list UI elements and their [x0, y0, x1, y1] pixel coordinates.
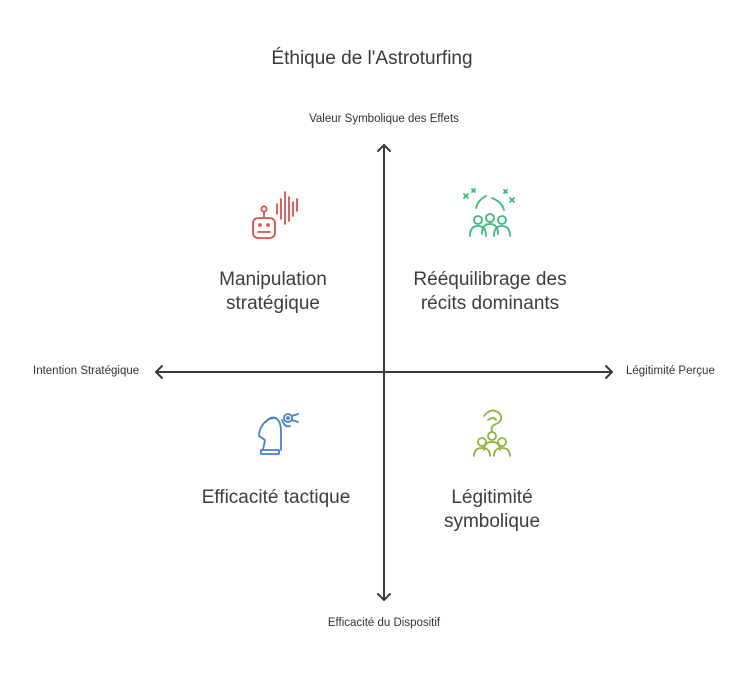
- quadrant-label: Manipulation stratégique: [153, 268, 393, 316]
- quadrant-legitimite-symbolique: Légitimité symbolique: [372, 406, 612, 534]
- chess-knight-icon: [258, 413, 299, 455]
- group-influence-icon: [473, 409, 511, 457]
- label-line-1: Manipulation: [219, 269, 327, 290]
- label-line-1: Rééquilibrage des: [413, 269, 567, 290]
- quadrant-efficacite-tactique: Efficacité tactique: [156, 406, 396, 510]
- arrow-left-icon: [155, 365, 163, 379]
- quadrant-label: Efficacité tactique: [156, 486, 396, 510]
- robot-voice-icon: [252, 191, 298, 239]
- label-line-2: stratégique: [225, 293, 320, 314]
- axis-label-right: Légitimité Perçue: [626, 365, 715, 377]
- axis-label-left: Intention Stratégique: [33, 365, 140, 377]
- arrow-right-icon: [605, 365, 613, 379]
- diagram-title: Éthique de l'Astroturfing: [271, 48, 473, 69]
- arrow-up-icon: [377, 144, 391, 152]
- label-line-2: récits dominants: [420, 293, 560, 314]
- quadrant-reequilibrage: Rééquilibrage des récits dominants: [370, 188, 610, 316]
- label-line-2: symbolique: [443, 511, 541, 532]
- quadrant-manipulation: Manipulation stratégique: [153, 188, 393, 316]
- axis-label-top: Valeur Symbolique des Effets: [309, 113, 459, 125]
- crowd-celebration-icon: [463, 188, 515, 237]
- label-line-1: Efficacité tactique: [201, 487, 351, 508]
- quadrant-label: Légitimité symbolique: [372, 486, 612, 534]
- label-line-1: Légitimité: [451, 487, 533, 508]
- quadrant-label: Rééquilibrage des récits dominants: [370, 268, 610, 316]
- arrow-down-icon: [377, 593, 391, 601]
- axis-label-bottom: Efficacité du Dispositif: [327, 617, 441, 629]
